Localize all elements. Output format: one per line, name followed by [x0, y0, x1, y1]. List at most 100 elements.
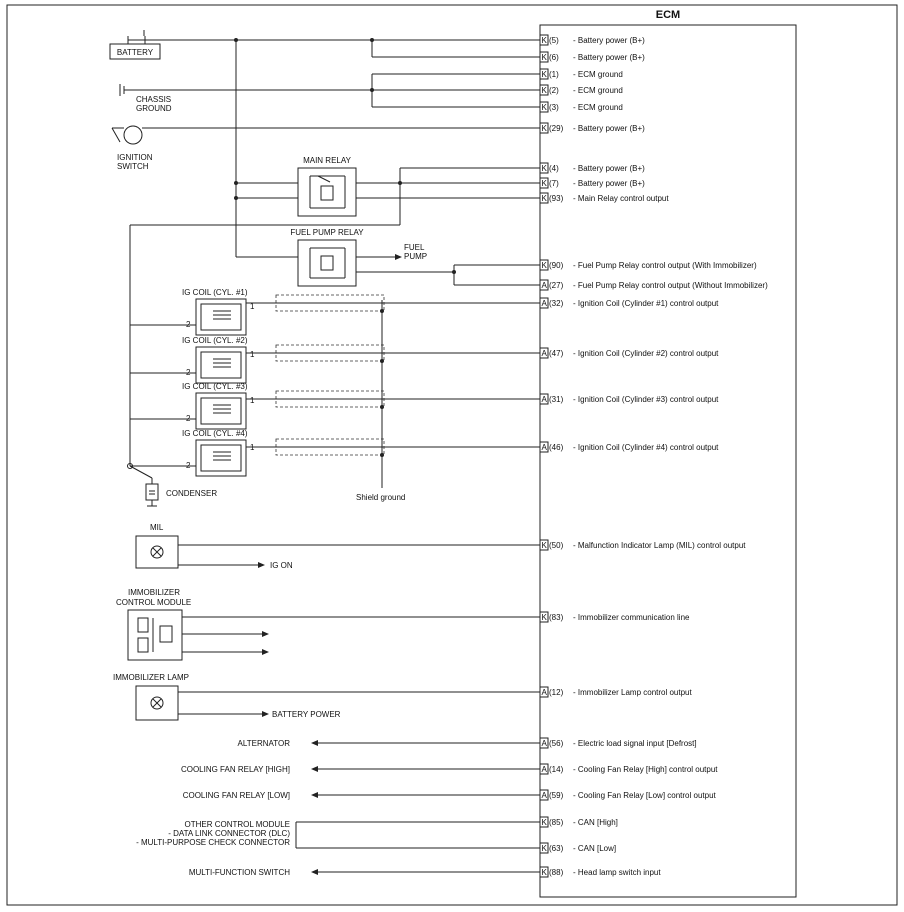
- ig-coil-shield: [275, 344, 385, 362]
- pin-connector: A: [542, 739, 548, 748]
- battery-label: BATTERY: [117, 48, 154, 57]
- pin-number: (56): [549, 739, 564, 748]
- pin-connector: A: [542, 299, 548, 308]
- ecm-pin-11: A(32) - Ignition Coil (Cylinder #1) contr…: [539, 297, 719, 309]
- shield-ground-label: Shield ground: [356, 493, 405, 502]
- ignition-switch-label-2: SWITCH: [117, 162, 149, 171]
- ecm-pin-22: K(63)- CAN [Low]: [539, 842, 616, 854]
- ecm-pin-20: A(59)- Cooling Fan Relay [Low] control o…: [539, 789, 717, 801]
- pin-connector: K: [542, 103, 548, 112]
- mil-label: MIL: [150, 523, 164, 532]
- pin-description: - Malfunction Indicator Lamp (MIL) contr…: [573, 541, 746, 550]
- fuel-pump-relay-label: FUEL PUMP RELAY: [290, 228, 364, 237]
- ig-coil-label: IG COIL (CYL. #1): [182, 288, 248, 297]
- pin-connector: K: [542, 261, 548, 270]
- pin-connector: K: [542, 36, 548, 45]
- condenser-label: CONDENSER: [166, 489, 217, 498]
- pin-number: (2): [549, 86, 559, 95]
- mil-symbol: MIL: [135, 523, 179, 569]
- pin-connector: K: [542, 124, 548, 133]
- ecm-pin-10: A(27)- Fuel Pump Relay control output (W…: [539, 279, 768, 291]
- pin-description: - Fuel Pump Relay control output (Withou…: [573, 281, 768, 290]
- pin-description: - Fuel Pump Relay control output (With I…: [573, 261, 757, 270]
- ecm-pin-1: K(6)- Battery power (B+): [539, 51, 645, 63]
- chassis-ground-label-2: GROUND: [136, 104, 172, 113]
- pin-number: (47): [549, 349, 564, 358]
- immobilizer-lamp-label: IMMOBILIZER LAMP: [113, 673, 189, 682]
- multi-function-switch-label: MULTI-FUNCTION SWITCH: [189, 868, 290, 877]
- ecm-pin-list: K(5)- Battery power (B+)K(6)- Battery po…: [539, 34, 768, 878]
- pin-connector: A: [542, 349, 548, 358]
- ecm-pin-15: K(50)- Malfunction Indicator Lamp (MIL) …: [539, 539, 746, 551]
- pin-number: (3): [549, 103, 559, 112]
- ig-coil-4: IG COIL (CYL. #4)21: [130, 429, 540, 477]
- pin-number: (5): [549, 36, 559, 45]
- alternator-label: ALTERNATOR: [238, 739, 291, 748]
- ignition-switch-label-1: IGNITION: [117, 153, 153, 162]
- cooling-fan-low-label: COOLING FAN RELAY [LOW]: [183, 791, 290, 800]
- pin-number: (83): [549, 613, 564, 622]
- pin-description: - Main Relay control output: [573, 194, 669, 203]
- ecm-title: ECM: [656, 9, 680, 21]
- diagram-frame: [6, 4, 898, 906]
- ignition-switch-symbol: IGNITION SWITCH: [111, 125, 153, 171]
- pin-description: - Cooling Fan Relay [High] control outpu…: [573, 765, 718, 774]
- pin-description: - Ignition Coil (Cylinder #4) control ou…: [573, 443, 719, 452]
- pin-number: (6): [549, 53, 559, 62]
- ecm-pin-0: K(5) - Battery power (B+): [539, 34, 645, 46]
- pin-connector: K: [542, 868, 548, 877]
- pin-description: - Battery power (B+): [573, 164, 645, 173]
- ecm-pin-12: A(47) - Ignition Coil (Cylinder #2) contr…: [539, 347, 719, 359]
- pin-number: (90): [549, 261, 564, 270]
- other-module-label-1: OTHER CONTROL MODULE: [185, 820, 291, 829]
- pin-connector: K: [542, 179, 548, 188]
- pin-description: - Ignition Coil (Cylinder #2) control ou…: [573, 349, 719, 358]
- pin-number: (31): [549, 395, 564, 404]
- ig-coil-box: [195, 346, 247, 384]
- pin-connector: K: [542, 164, 548, 173]
- ig-coil-pin-1: 1: [250, 302, 255, 311]
- ecm-pin-21: K(85)- CAN [High]: [539, 816, 618, 828]
- ecm-pin-13: A(31)- Ignition Coil (Cylinder #3) contr…: [539, 393, 719, 405]
- pin-connector: A: [542, 791, 548, 800]
- condenser-symbol: CONDENSER: [129, 465, 217, 507]
- pin-connector: K: [542, 541, 548, 550]
- ig-coil-shield: [275, 390, 385, 408]
- ecm-pin-2: K(1)- ECM ground: [539, 68, 623, 80]
- ecm-pin-5: K(29)- Battery power (B+): [539, 122, 645, 134]
- ig-coil-shield: [275, 438, 385, 456]
- ig-coil-winding: [200, 444, 242, 472]
- pin-number: (46): [549, 443, 564, 452]
- pin-connector: K: [542, 844, 548, 853]
- pin-number: (85): [549, 818, 564, 827]
- pin-description: - Battery power (B+): [573, 36, 645, 45]
- immobilizer-module-label-2: CONTROL MODULE: [116, 598, 191, 607]
- battery-symbol: BATTERY: [109, 30, 161, 60]
- battery-power-label: BATTERY POWER: [272, 710, 341, 719]
- pin-connector: K: [542, 86, 548, 95]
- pin-description: - Battery power (B+): [573, 124, 645, 133]
- pin-number: (1): [549, 70, 559, 79]
- pin-description: - Immobilizer Lamp control output: [573, 688, 692, 697]
- pin-description: - Battery power (B+): [573, 179, 645, 188]
- ecm-pin-6: K(4)- Battery power (B+): [539, 162, 645, 174]
- pin-number: (88): [549, 868, 564, 877]
- ig-coil-2: IG COIL (CYL. #2)21: [130, 336, 540, 384]
- pin-connector: A: [542, 281, 548, 290]
- ig-coil-label: IG COIL (CYL. #3): [182, 382, 248, 391]
- ecm-pin-8: K(93)- Main Relay control output: [539, 192, 669, 204]
- pin-description: - Ignition Coil (Cylinder #1) control ou…: [573, 299, 719, 308]
- chassis-ground-symbol: CHASSIS GROUND: [119, 84, 172, 113]
- ecm-pin-3: K(2)- ECM ground: [539, 84, 623, 96]
- pin-number: (12): [549, 688, 564, 697]
- fuel-pump-label-2: PUMP: [404, 252, 427, 261]
- immobilizer-module-symbol: IMMOBILIZER CONTROL MODULE: [116, 588, 191, 661]
- pin-number: (32): [549, 299, 564, 308]
- ig-on-label: IG ON: [270, 561, 293, 570]
- ecm-pin-23: K(88)- Head lamp switch input: [539, 866, 661, 878]
- ig-coil-label: IG COIL (CYL. #2): [182, 336, 248, 345]
- ecm-pin-9: K(90) - Fuel Pump Relay control output (W…: [539, 259, 757, 271]
- ecm-pin-14: A(46)- Ignition Coil (Cylinder #4) contr…: [539, 441, 719, 453]
